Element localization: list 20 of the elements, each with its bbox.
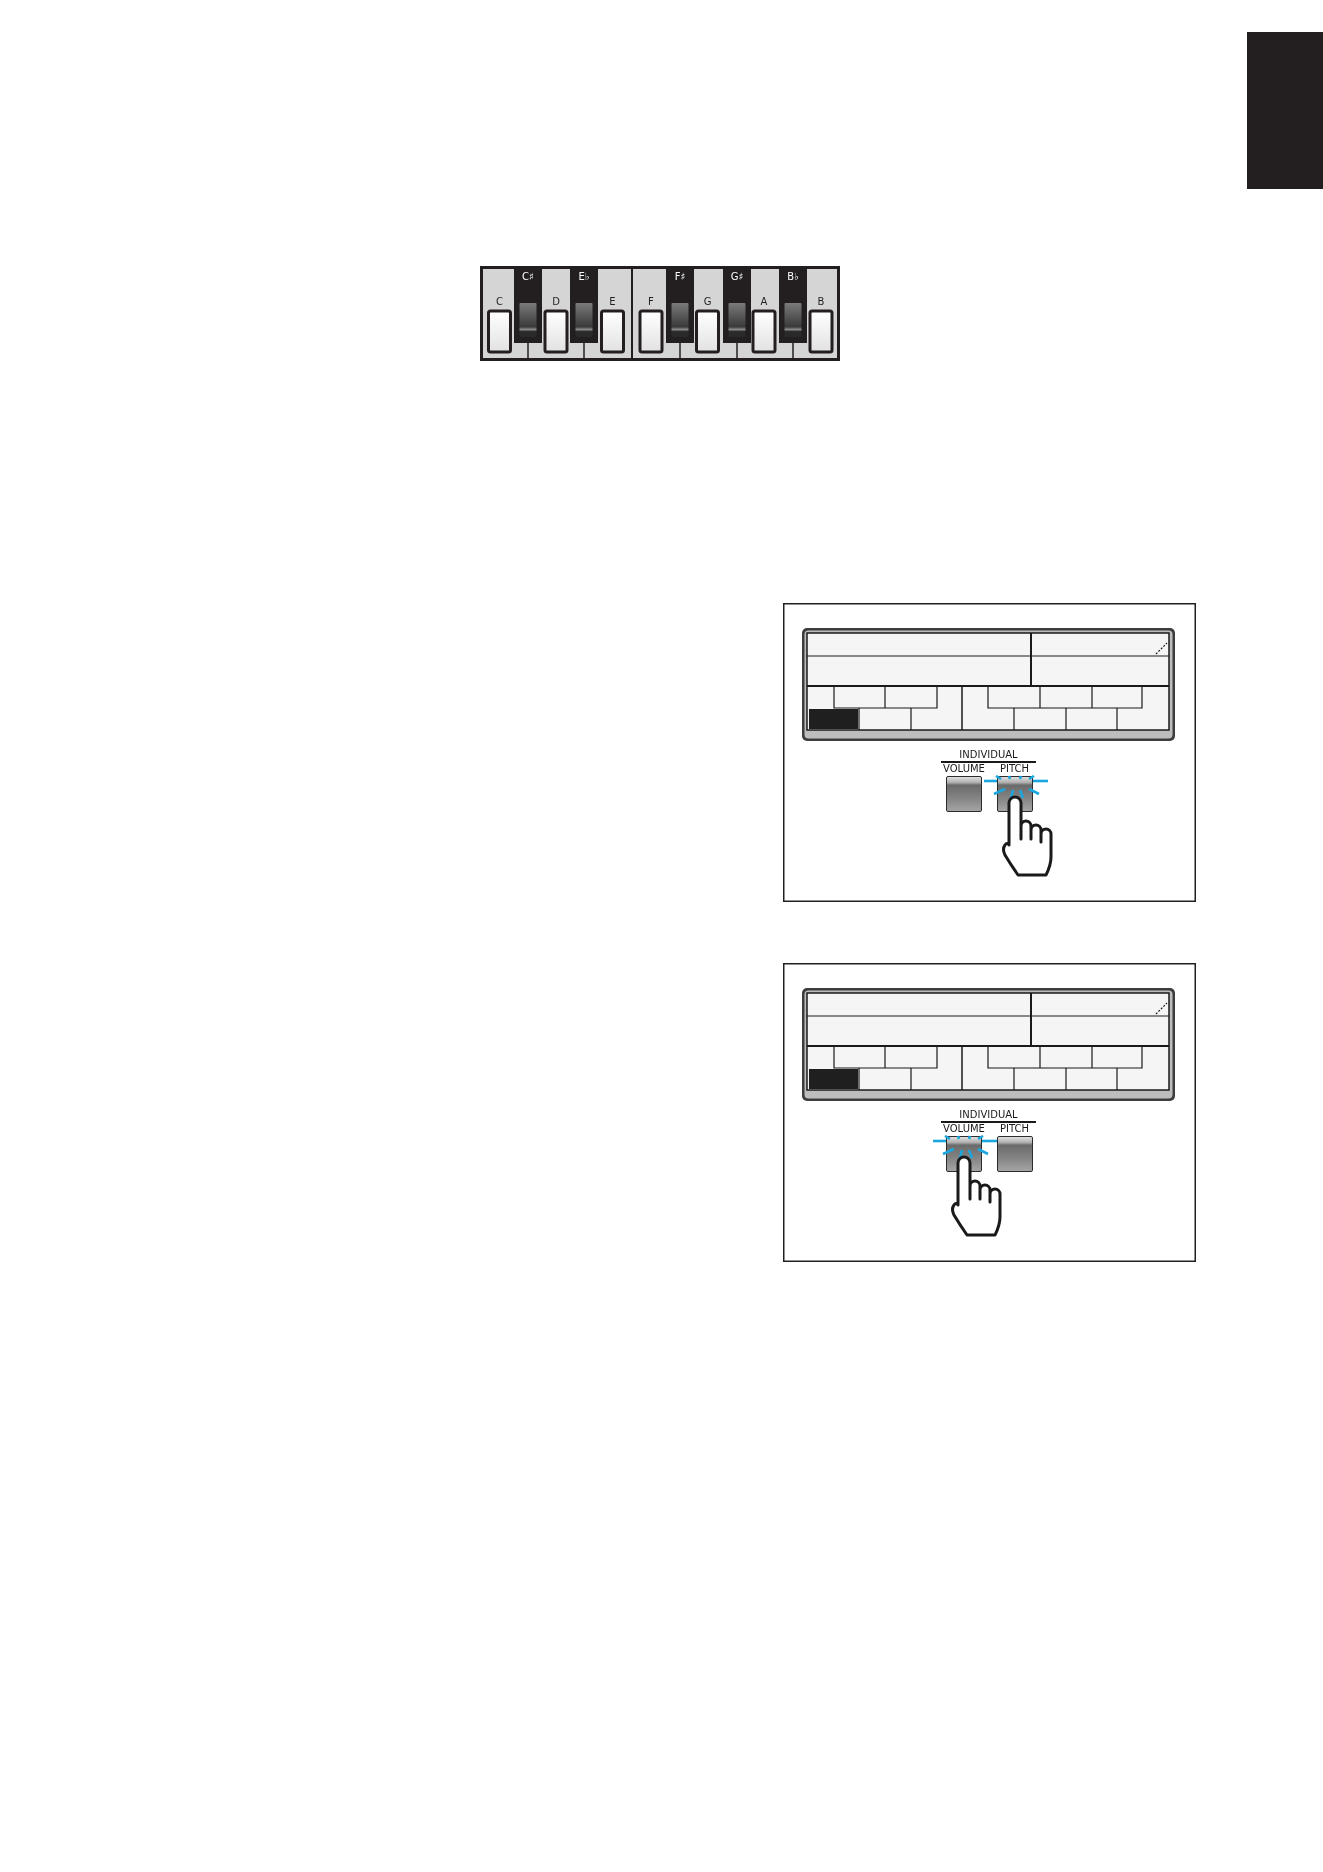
note-label: E xyxy=(609,297,616,307)
note-label: E♭ xyxy=(578,272,590,282)
note-label: F xyxy=(648,297,654,307)
button-label: PITCH xyxy=(1000,764,1029,774)
note-label: G xyxy=(703,297,712,307)
note-label: D xyxy=(552,297,560,307)
note-label: F♯ xyxy=(674,272,686,282)
button-group-label: INDIVIDUAL xyxy=(959,1110,1018,1120)
note-label: B xyxy=(817,297,825,307)
button-label: PITCH xyxy=(1000,1124,1029,1134)
note-label: C xyxy=(496,297,503,307)
note-label: C♯ xyxy=(522,272,534,282)
button-group-label: INDIVIDUAL xyxy=(959,750,1018,760)
illustration-frame xyxy=(783,963,1196,1262)
note-label: A xyxy=(760,297,768,307)
button-label: VOLUME xyxy=(943,764,985,774)
note-label: G♯ xyxy=(730,272,744,282)
button-label: VOLUME xyxy=(943,1124,985,1134)
note-label: B♭ xyxy=(787,272,799,282)
illustration-frame xyxy=(783,603,1196,902)
